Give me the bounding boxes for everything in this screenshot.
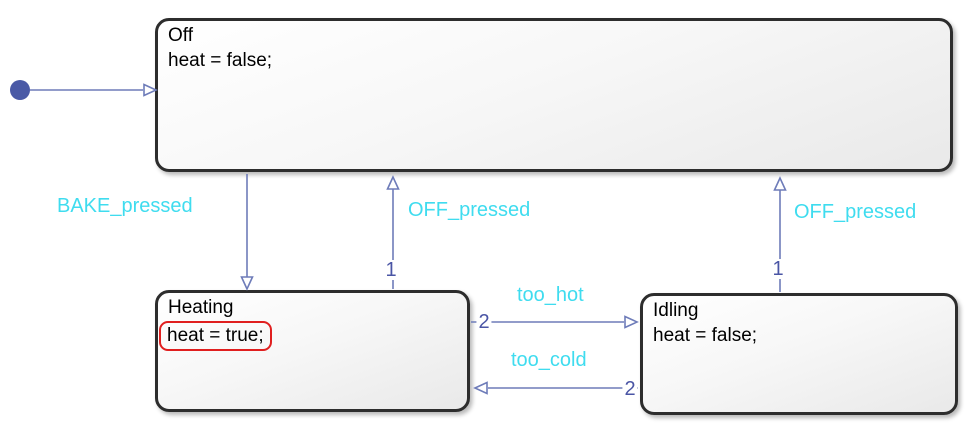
arrowhead-up-icon <box>773 176 787 191</box>
transition-label-off-pressed-right[interactable]: OFF_pressed <box>794 201 917 223</box>
transition-bake-pressed[interactable] <box>240 174 254 291</box>
state-action: heat = false; <box>653 325 758 346</box>
arrowhead-left-icon <box>473 381 488 395</box>
transition-label-off-pressed-left[interactable]: OFF_pressed <box>408 199 531 221</box>
transition-number-off-from-idling[interactable]: 1 <box>770 258 786 280</box>
state-title: Off <box>168 25 193 46</box>
transition-label-too-cold[interactable]: too_cold <box>511 349 587 371</box>
state-idling[interactable]: Idling heat = false; <box>640 293 958 415</box>
state-action: heat = false; <box>168 50 273 71</box>
state-action: heat = true; <box>167 325 264 346</box>
transition-too-cold[interactable] <box>473 381 638 395</box>
transition-label-too-hot[interactable]: too_hot <box>517 284 584 306</box>
state-off[interactable]: Off heat = false; <box>155 18 953 172</box>
state-heating[interactable]: Heating heat = true; <box>155 290 470 412</box>
state-title: Heating <box>168 297 234 318</box>
initial-state-dot[interactable] <box>10 80 30 100</box>
transition-label-bake-pressed[interactable]: BAKE_pressed <box>57 195 193 217</box>
state-title: Idling <box>653 300 699 321</box>
transition-too-hot[interactable] <box>471 315 639 329</box>
transition-number-off-from-heating[interactable]: 1 <box>383 259 399 281</box>
transition-initial[interactable] <box>10 80 158 100</box>
transition-number-too-hot[interactable]: 2 <box>476 311 492 333</box>
transition-number-too-cold[interactable]: 2 <box>622 378 638 400</box>
arrowhead-right-icon <box>624 315 639 329</box>
arrowhead-down-icon <box>240 276 254 291</box>
arrowhead-up-icon <box>386 175 400 190</box>
highlight-box: heat = true; <box>159 321 272 351</box>
